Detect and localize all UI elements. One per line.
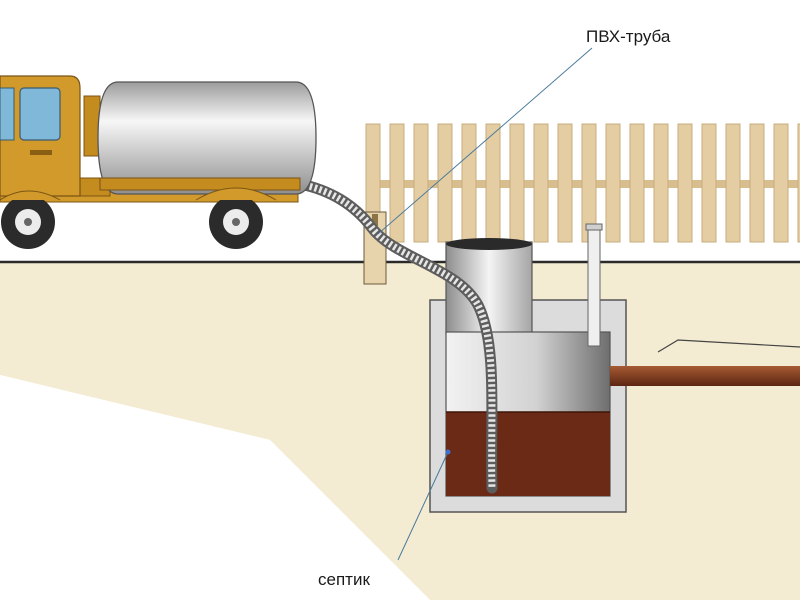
fence-picket xyxy=(749,123,765,243)
fence-picket xyxy=(413,123,429,243)
fence-picket xyxy=(605,123,621,243)
fence-picket xyxy=(773,123,789,243)
tanker-truck-icon xyxy=(0,75,317,249)
leader-lines xyxy=(377,47,593,561)
ground xyxy=(0,260,800,600)
fence-picket xyxy=(653,123,669,243)
fence-picket xyxy=(389,123,405,243)
pvc-leader-line xyxy=(377,47,593,235)
fence-picket xyxy=(677,123,693,243)
septic-label: септик xyxy=(318,570,370,589)
pvc-pipe-label: ПВХ-труба xyxy=(586,27,671,46)
fence-picket xyxy=(533,123,549,243)
fence-picket xyxy=(509,123,525,243)
fence-picket xyxy=(437,123,453,243)
fence-picket xyxy=(797,123,800,243)
septic-tank xyxy=(429,223,627,513)
fence-picket xyxy=(725,123,741,243)
truck-wheel-front xyxy=(1,195,55,249)
septic-leader-line xyxy=(397,451,449,561)
fence xyxy=(365,123,800,243)
hose xyxy=(294,178,498,494)
fence-picket xyxy=(461,123,477,243)
truck-wheel-rear xyxy=(209,195,263,249)
fence-picket xyxy=(629,123,645,243)
drain-pipe xyxy=(610,339,800,386)
fence-picket xyxy=(485,123,501,243)
fence-picket xyxy=(701,123,717,243)
fence-picket xyxy=(557,123,573,243)
